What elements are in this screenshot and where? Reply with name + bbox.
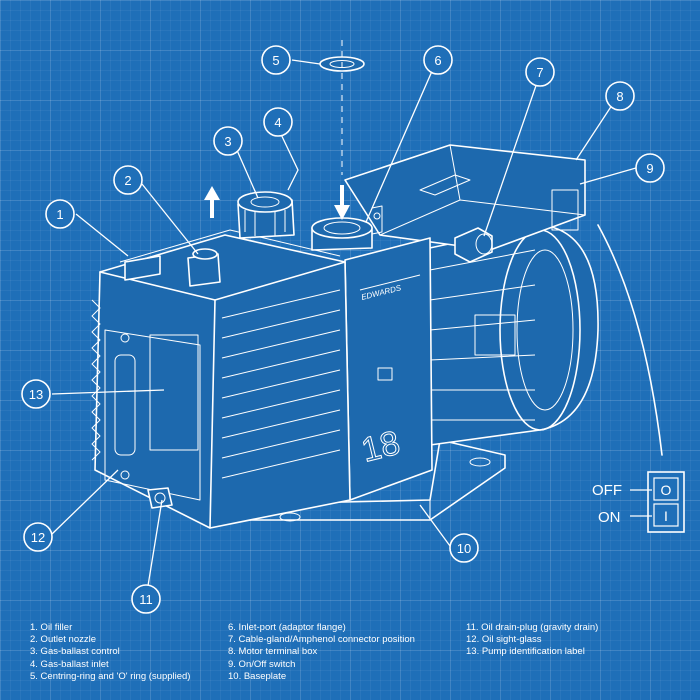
callout-2: 2 — [113, 165, 143, 195]
switch-on-symbol: I — [664, 508, 668, 524]
svg-text:5: 5 — [272, 53, 279, 68]
svg-text:2: 2 — [124, 173, 131, 188]
svg-text:3: 3 — [224, 134, 231, 149]
legend-item: 7. Cable-gland/Amphenol connector positi… — [228, 634, 415, 646]
power-cable — [597, 224, 663, 456]
legend-item: 5. Centring-ring and 'O' ring (supplied) — [30, 670, 191, 682]
svg-text:7: 7 — [536, 65, 543, 80]
callout-3: 3 — [213, 126, 243, 156]
svg-text:10: 10 — [457, 541, 471, 556]
legend-item: 1. Oil filler — [30, 622, 73, 633]
legend-column-3: 11. Oil drain-plug (gravity drain) 12. O… — [466, 622, 598, 659]
legend-item: 9. On/Off switch — [228, 658, 296, 670]
oil-sight-glass — [114, 354, 136, 456]
svg-text:4: 4 — [274, 115, 281, 130]
switch-on-label: ON — [598, 509, 621, 526]
svg-text:13: 13 — [29, 387, 43, 402]
legend-column-2: 6. Inlet-port (adaptor flange) 7. Cable-… — [228, 622, 415, 683]
callout-6: 6 — [423, 45, 453, 75]
oil-filler — [124, 255, 161, 281]
svg-text:6: 6 — [434, 53, 441, 68]
oil-drain-plug — [147, 487, 173, 509]
switch-off-symbol: O — [661, 482, 672, 498]
legend-item: 4. Gas-ballast inlet — [30, 658, 109, 670]
svg-text:8: 8 — [616, 89, 623, 104]
cooling-fins — [221, 289, 341, 479]
pump-body — [94, 234, 351, 529]
callout-5: 5 — [261, 45, 291, 75]
switch-icon: O I — [647, 471, 685, 533]
legend-item: 2. Outlet nozzle — [30, 634, 97, 646]
callout-11: 11 — [131, 584, 161, 614]
down-arrow-icon — [334, 185, 350, 220]
legend-item: 6. Inlet-port (adaptor flange) — [228, 622, 346, 633]
legend-column-1: 1. Oil filler 2. Outlet nozzle 3. Gas-ba… — [30, 622, 190, 683]
up-arrow-icon — [204, 186, 220, 218]
switch-off-label: OFF — [592, 482, 622, 499]
legend-item: 13. Pump identification label — [466, 646, 585, 658]
svg-text:9: 9 — [646, 161, 653, 176]
callout-1: 1 — [45, 199, 75, 229]
callout-8: 8 — [605, 81, 635, 111]
legend-item: 11. Oil drain-plug (gravity drain) — [466, 622, 599, 633]
callout-12: 12 — [23, 522, 53, 552]
callout-4: 4 — [263, 107, 293, 137]
pump-identification-label — [149, 334, 199, 451]
legend-item: 12. Oil sight-glass — [466, 634, 542, 646]
inlet-port — [311, 205, 383, 251]
callout-7: 7 — [525, 57, 555, 87]
outlet-nozzle — [187, 248, 221, 287]
callout-10: 10 — [449, 533, 479, 563]
legend-item: 10. Baseplate — [228, 670, 287, 682]
pump-illustration: EDWARDS 18 — [91, 40, 599, 529]
svg-text:11: 11 — [139, 592, 153, 607]
legend-item: 3. Gas-ballast control — [30, 646, 120, 658]
svg-text:12: 12 — [31, 530, 45, 545]
callout-13: 13 — [21, 379, 51, 409]
legend-item: 8. Motor terminal box — [228, 646, 318, 658]
callout-9: 9 — [635, 153, 665, 183]
motor — [419, 224, 599, 446]
gas-ballast-control — [237, 191, 295, 239]
svg-text:1: 1 — [56, 207, 63, 222]
